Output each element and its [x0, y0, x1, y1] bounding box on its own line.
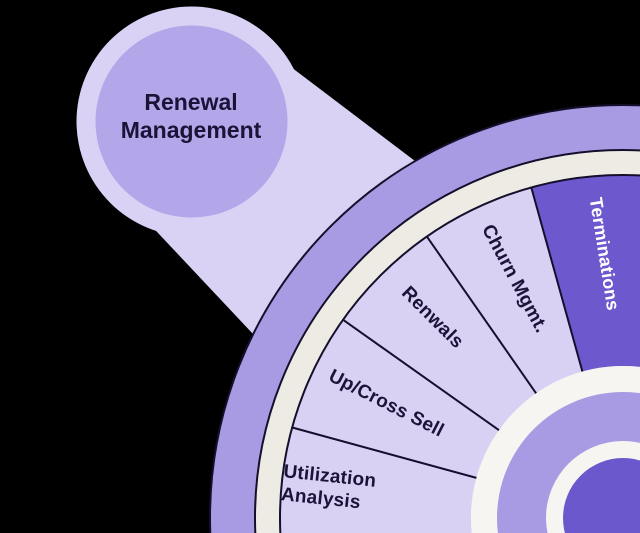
wheel-outer-band-inner-outline	[254, 149, 640, 533]
title-bubble-label: Renewal Management	[120, 89, 262, 143]
wheel-outer-band-outer-outline	[209, 104, 640, 533]
segment-up-cross-sell	[292, 319, 499, 478]
segment-band-outline	[279, 174, 640, 533]
segment-utilization-analysis	[280, 427, 477, 533]
title-bubble-circle	[95, 25, 288, 218]
hub-core	[563, 458, 640, 533]
wheel-outer-band	[210, 105, 640, 533]
divider-terminations-churn	[530, 186, 584, 373]
divider-churn-renwals	[425, 235, 538, 395]
divider-renwals-upcross	[342, 318, 500, 432]
segment-renwals	[343, 236, 537, 431]
segment-terminations	[531, 175, 640, 372]
segment-churn-mgmt	[426, 187, 583, 394]
divider-upcross-utilization	[291, 426, 478, 479]
